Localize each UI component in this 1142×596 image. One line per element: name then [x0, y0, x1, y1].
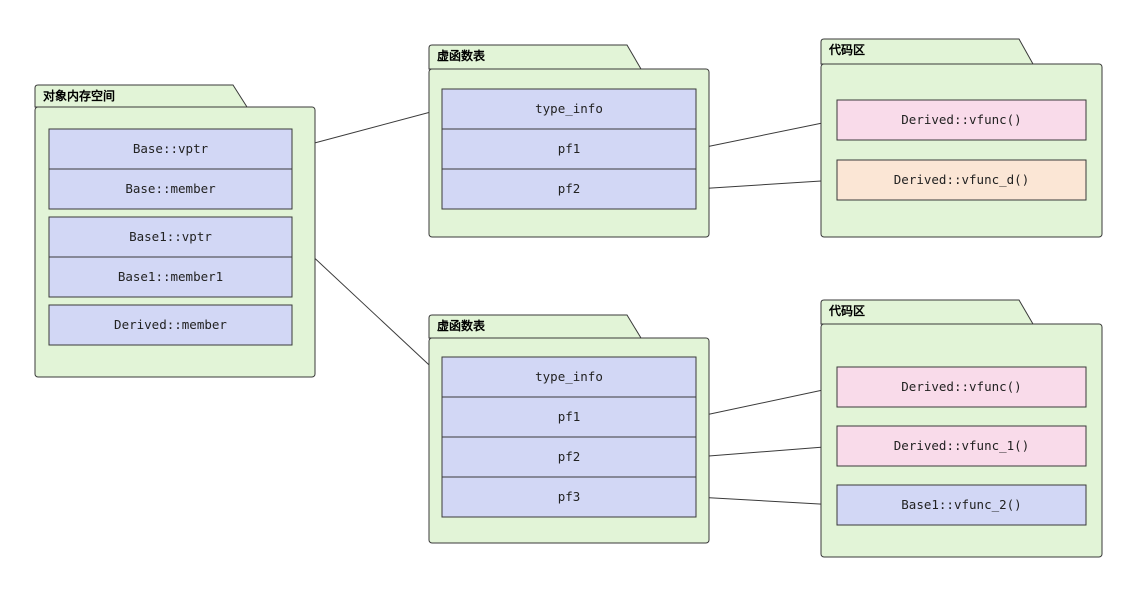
cell-label: pf2: [558, 181, 581, 196]
package-tab: [428, 44, 642, 70]
cell-c2_vfunc_2: Base1::vfunc_2(): [836, 484, 1087, 526]
cell-c1_vfunc_d: Derived::vfunc_d(): [836, 159, 1087, 201]
package-tab: [820, 299, 1034, 325]
cell-c2_vfunc: Derived::vfunc(): [836, 366, 1087, 408]
cell-box: [441, 88, 697, 130]
arrows-layer: [291, 106, 838, 509]
cell-c2_vfunc_1: Derived::vfunc_1(): [836, 425, 1087, 467]
cell-label: pf1: [558, 141, 581, 156]
cell-c1_vfunc: Derived::vfunc(): [836, 99, 1087, 141]
cell-vt2_type_info: type_info: [441, 356, 697, 398]
cell-box: [48, 256, 293, 298]
package-title: 对象内存空间: [43, 88, 115, 103]
cell-box: [441, 436, 697, 478]
cell-vt2_pf3: pf3: [441, 476, 697, 518]
package-vtable2: 虚函数表 type_info pf1 pf2 pf3: [428, 314, 710, 544]
arrow-base1_vptr-to-vt2_type_info: [291, 236, 443, 378]
cell-vt1_type_info: type_info: [441, 88, 697, 130]
cell-label: pf3: [558, 489, 581, 504]
cell-box: [441, 476, 697, 518]
cell-label: Derived::vfunc(): [901, 379, 1021, 394]
package-title: 虚函数表: [437, 48, 486, 63]
cell-box: [441, 128, 697, 170]
cell-vt1_pf2: pf2: [441, 168, 697, 210]
cell-box: [48, 304, 293, 346]
cell-label: Base1::vptr: [129, 229, 212, 244]
cell-box: [48, 216, 293, 258]
package-title: 代码区: [828, 303, 865, 318]
cell-box: [441, 356, 697, 398]
packages-layer: 对象内存空间Base::vptrBase::memberBase1::vptrB…: [34, 38, 1103, 558]
cell-box: [441, 168, 697, 210]
cell-label: Base::vptr: [133, 141, 209, 156]
package-title: 代码区: [828, 42, 865, 57]
cell-label: type_info: [535, 101, 603, 116]
cell-label: pf1: [558, 409, 581, 424]
cell-base1_vptr: Base1::vptr: [48, 216, 293, 258]
cell-vt2_pf1: pf1: [441, 396, 697, 438]
cell-box: [836, 425, 1087, 467]
package-body: [820, 63, 1103, 238]
arrow-base_vptr-to-vt1_type_info: [291, 106, 443, 150]
cell-label: pf2: [558, 449, 581, 464]
cell-label: Derived::vfunc_d(): [894, 172, 1029, 187]
cell-label: Base1::vfunc_2(): [901, 497, 1021, 512]
arrow-vt1_pf2-to-c1_vfunc_d: [695, 176, 838, 190]
cell-box: [48, 168, 293, 210]
package-vtable1: 虚函数表 type_info pf1 pf2: [428, 44, 710, 238]
cell-base_vptr: Base::vptr: [48, 128, 293, 170]
cell-base_member: Base::member: [48, 168, 293, 210]
cell-vt1_pf1: pf1: [441, 128, 697, 170]
cell-box: [836, 99, 1087, 141]
cell-box: [48, 128, 293, 170]
cell-label: type_info: [535, 369, 603, 384]
package-title: 虚函数表: [437, 318, 486, 333]
cell-box: [836, 159, 1087, 201]
package-code2: 代码区Derived::vfunc()Derived::vfunc_1()Bas…: [820, 299, 1103, 558]
cell-derived_member: Derived::member: [48, 304, 293, 346]
package-tab: [428, 314, 642, 339]
cell-vt2_pf2: pf2: [441, 436, 697, 478]
arrow-vt2_pf3-to-c2_vfunc_2: [695, 496, 838, 509]
cell-box: [836, 484, 1087, 526]
package-memory: 对象内存空间Base::vptrBase::memberBase1::vptrB…: [34, 84, 316, 378]
arrow-vt1_pf1-to-c1_vfunc: [695, 117, 838, 150]
package-tab: [34, 84, 248, 108]
cell-box: [836, 366, 1087, 408]
package-tab: [820, 38, 1034, 65]
arrow-vt2_pf2-to-c2_vfunc_1: [695, 442, 838, 458]
cell-label: Derived::vfunc(): [901, 112, 1021, 127]
cell-label: Derived::vfunc_1(): [894, 438, 1029, 453]
cell-box: [441, 396, 697, 438]
cell-label: Base1::member1: [118, 269, 223, 284]
arrow-vt2_pf1-to-c2_vfunc: [695, 384, 838, 418]
cell-label: Base::member: [125, 181, 216, 196]
cell-label: Derived::member: [114, 317, 227, 332]
cell-base1_member1: Base1::member1: [48, 256, 293, 298]
